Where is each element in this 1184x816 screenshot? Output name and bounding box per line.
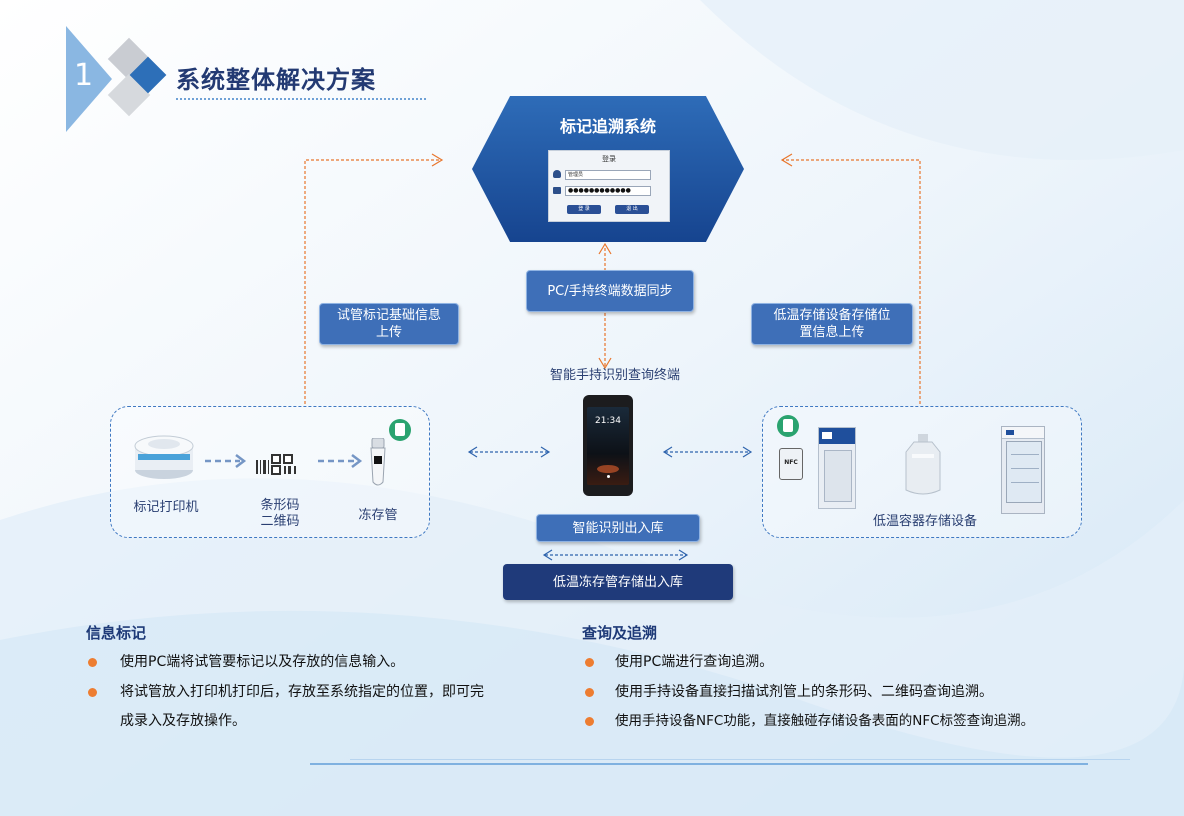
handheld-terminal: 21:34 xyxy=(583,395,633,496)
phone-time: 21:34 xyxy=(595,416,621,426)
query-bullet: 使用手持设备NFC功能，直接触碰存储设备表面的NFC标签查询追溯。 xyxy=(615,713,1035,729)
info-bullet: 将试管放入打印机打印后，存放至系统指定的位置，即可完 xyxy=(120,684,484,700)
query-bullet: 使用PC端进行查询追溯。 xyxy=(615,654,774,670)
orange-flow-arrows xyxy=(304,153,921,404)
sync-arrow-down xyxy=(598,357,612,370)
sync-box: PC/手持终端数据同步 xyxy=(526,270,694,312)
left-arrow-head xyxy=(431,153,444,167)
login-screen: 登录 管理员 ●●●●●●●●●●●● 登 录 退 出 xyxy=(548,150,670,222)
bullet-dot xyxy=(585,658,594,667)
query-trace-title: 查询及追溯 xyxy=(582,624,658,642)
header-triangle xyxy=(66,26,112,132)
medical-refrigerator-icon xyxy=(1001,426,1045,514)
storage-label: 低温容器存储设备 xyxy=(872,514,977,529)
page-title: 系统整体解决方案 xyxy=(176,66,376,94)
user-icon xyxy=(553,170,561,178)
printer-label: 标记打印机 xyxy=(133,500,199,515)
info-marking-title: 信息标记 xyxy=(86,624,147,642)
info-bullet: 成录入及存放操作。 xyxy=(120,713,246,729)
right-upload-box: 低温存储设备存储位 置信息上传 xyxy=(751,303,913,345)
ultra-low-freezer-icon xyxy=(818,427,856,509)
handheld-label: 智能手持识别查询终端 xyxy=(549,368,680,383)
barcode-label: 条形码 二维码 xyxy=(260,498,300,529)
bullet-dot xyxy=(585,717,594,726)
password-field[interactable]: ●●●●●●●●●●●● xyxy=(565,186,651,196)
right-arrow-head xyxy=(780,153,793,167)
nfc-badge-icon xyxy=(777,415,799,437)
login-title: 登录 xyxy=(602,155,616,163)
cryovial-icon xyxy=(370,438,386,486)
process-arrows xyxy=(205,454,363,468)
title-underline xyxy=(176,98,426,100)
login-button[interactable]: 登 录 xyxy=(567,205,601,214)
right-upload-line xyxy=(782,159,921,404)
left-upload-box: 试管标记基础信息 上传 xyxy=(319,303,459,345)
cold-io-box: 低温冻存管存储出入库 xyxy=(503,564,733,600)
smart-io-box: 智能识别出入库 xyxy=(536,514,700,542)
lock-icon xyxy=(553,187,561,194)
liquid-nitrogen-tank-icon xyxy=(905,434,941,495)
footer-line xyxy=(350,759,1130,760)
barcode-qrcode-icon xyxy=(256,454,296,475)
exit-button[interactable]: 退 出 xyxy=(615,205,649,214)
nfc-badge-icon xyxy=(389,419,411,441)
label-printer-icon xyxy=(134,435,194,479)
sync-arrow-up xyxy=(598,242,612,255)
left-upload-line xyxy=(304,159,440,404)
bullet-dot xyxy=(585,688,594,697)
system-title: 标记追溯系统 xyxy=(559,117,656,136)
section-number: 1 xyxy=(74,58,94,93)
bullet-dot xyxy=(88,688,97,697)
nfc-tag-icon: NFC xyxy=(779,448,803,480)
camera-button-icon xyxy=(607,475,610,478)
blue-flow-arrows xyxy=(467,446,753,561)
phone-screen: 21:34 xyxy=(587,407,629,485)
info-bullet: 使用PC端将试管要标记以及存放的信息输入。 xyxy=(120,654,405,670)
username-field[interactable]: 管理员 xyxy=(565,170,651,180)
tube-label: 冻存管 xyxy=(358,508,398,523)
footer-line xyxy=(310,763,1088,765)
query-bullet: 使用手持设备直接扫描试剂管上的条形码、二维码查询追溯。 xyxy=(615,684,993,700)
bullet-dot xyxy=(88,658,97,667)
